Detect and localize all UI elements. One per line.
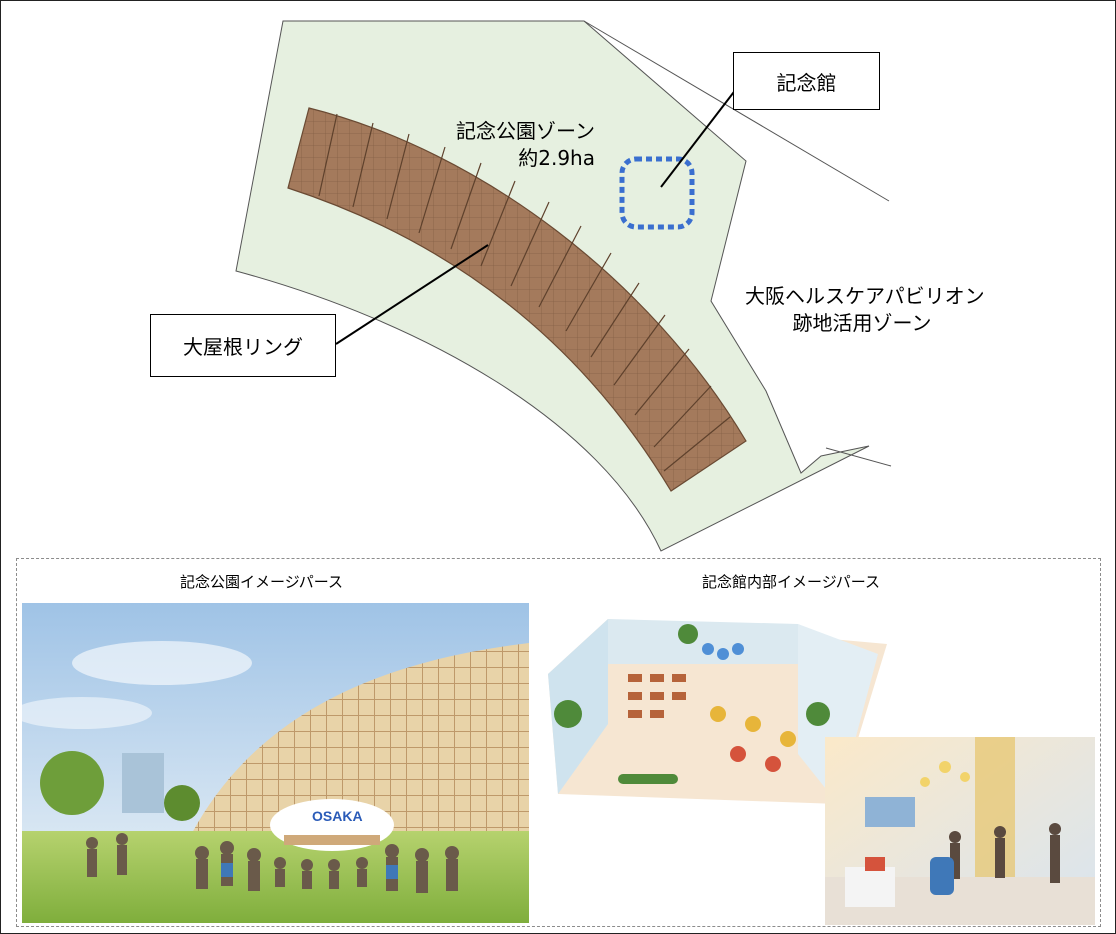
hall-interior-image-bottom bbox=[825, 737, 1095, 925]
park-zone-name: 記念公園ゾーン bbox=[456, 119, 595, 143]
hall-interior-image-caption: 記念館内部イメージパース bbox=[702, 573, 881, 591]
memorial-hall-label: 記念館 bbox=[776, 70, 837, 95]
roof-ring-segments bbox=[318, 113, 731, 472]
pavilion-zone-label-block: 大阪ヘルスケアパビリオン 跡地活用ゾーン bbox=[745, 283, 985, 337]
boundary-line bbox=[583, 20, 890, 202]
memorial-hall-marker bbox=[619, 156, 695, 230]
park-image-caption: 記念公園イメージパース bbox=[180, 573, 344, 591]
memorial-hall-leader-line bbox=[660, 83, 741, 188]
site-map bbox=[235, 20, 892, 552]
pavilion-zone-line1: 大阪ヘルスケアパビリオン bbox=[745, 284, 985, 308]
park-zone-area: 約2.9ha bbox=[518, 146, 595, 170]
roof-ring-leader-line bbox=[335, 244, 489, 345]
memorial-hall-callout: 記念館 bbox=[733, 52, 880, 110]
roof-ring-grid bbox=[288, 108, 746, 491]
boundary-line bbox=[825, 447, 892, 467]
park-image: OSAKA bbox=[22, 603, 529, 923]
roof-ring-callout: 大屋根リング bbox=[150, 314, 336, 377]
park-zone-label-block: 記念公園ゾーン 約2.9ha bbox=[445, 118, 595, 172]
stage-sign: OSAKA bbox=[312, 808, 363, 824]
roof-ring-label: 大屋根リング bbox=[183, 335, 303, 359]
pavilion-zone-line2: 跡地活用ゾーン bbox=[792, 311, 932, 335]
image-perspective-panel: 記念公園イメージパース 記念館内部イメージパース bbox=[16, 558, 1101, 927]
